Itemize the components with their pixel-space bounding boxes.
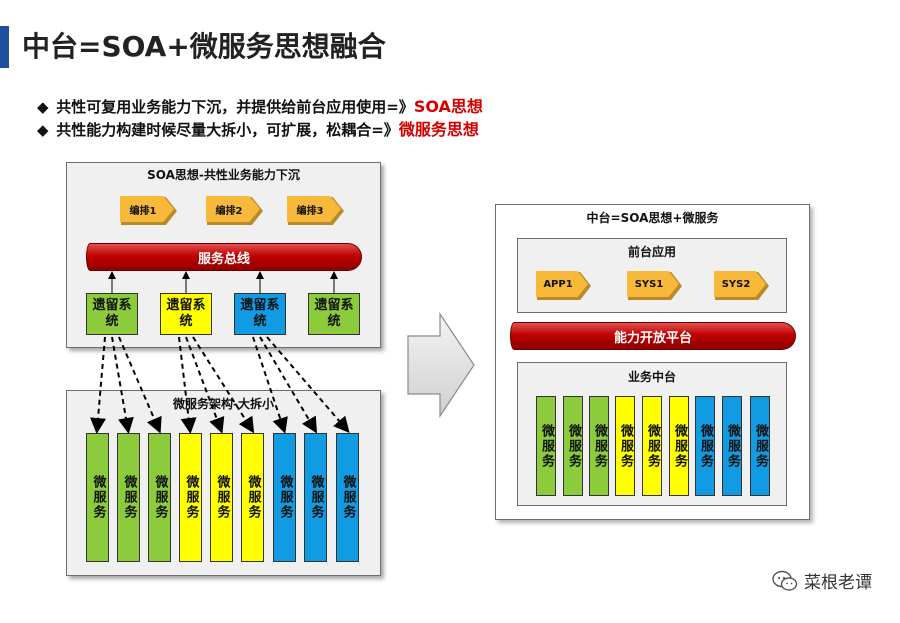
bullet-highlight: SOA思想: [413, 97, 483, 116]
microservice: 微服务: [615, 396, 635, 496]
front-app-title: 前台应用: [627, 245, 676, 259]
business-middle-title: 业务中台: [627, 370, 676, 384]
legacy-system-1: 遗留系统: [86, 293, 138, 335]
microservice: 微服务: [589, 396, 609, 496]
microservice: 微服务: [241, 433, 264, 562]
page-title: 中台=SOA+微服务思想融合: [22, 30, 386, 63]
watermark: 菜根老谭: [772, 568, 872, 593]
legacy-system-2: 遗留系统: [160, 293, 212, 335]
microservice: 微服务: [304, 433, 327, 562]
capability-open-platform: 能力开放平台: [510, 322, 796, 350]
diamond-bullet-icon: ◆: [37, 98, 49, 116]
orchestration-2: 编排2: [206, 196, 260, 222]
microservice: 微服务: [273, 433, 296, 562]
microservice: 微服务: [536, 396, 556, 496]
legacy-system-3: 遗留系统: [234, 293, 286, 335]
front-app-1: APP1: [536, 271, 588, 297]
microservice: 微服务: [722, 396, 742, 496]
bullet-microservice: ◆ 共性能力构建时候尽量大拆小，可扩展，松耦合=》微服务思想: [37, 116, 479, 140]
legacy-system-4: 遗留系统: [308, 293, 360, 335]
diamond-bullet-icon: ◆: [37, 121, 49, 139]
bullet-text: 共性可复用业务能力下沉，并提供给前台应用使用=》: [56, 98, 414, 116]
microservice: 微服务: [336, 433, 359, 562]
transition-arrow-icon: [407, 312, 475, 418]
soa-panel-title: SOA思想-共性业务能力下沉: [147, 168, 300, 182]
microservice: 微服务: [117, 433, 140, 562]
service-bus: 服务总线: [86, 243, 362, 271]
front-app-3: SYS2: [714, 271, 766, 297]
microservice: 微服务: [695, 396, 715, 496]
wechat-icon: [772, 570, 798, 591]
microservice: 微服务: [750, 396, 770, 496]
bullet-soa: ◆ 共性可复用业务能力下沉，并提供给前台应用使用=》SOA思想: [37, 93, 483, 117]
middle-platform-title: 中台=SOA思想+微服务: [586, 211, 719, 225]
watermark-text: 菜根老谭: [804, 573, 872, 593]
title-accent-bar: [0, 26, 9, 68]
bullet-text: 共性能力构建时候尽量大拆小，可扩展，松耦合=》: [56, 121, 399, 139]
front-app-2: SYS1: [627, 271, 679, 297]
microservice: 微服务: [563, 396, 583, 496]
microservice: 微服务: [148, 433, 171, 562]
orchestration-3: 编排3: [287, 196, 341, 222]
microservice: 微服务: [669, 396, 689, 496]
microservice: 微服务: [642, 396, 662, 496]
orchestration-1: 编排1: [120, 196, 174, 222]
microservice: 微服务: [179, 433, 202, 562]
bullet-highlight: 微服务思想: [398, 120, 479, 139]
microservice-panel-title: 微服务架构-大拆小: [173, 397, 274, 411]
